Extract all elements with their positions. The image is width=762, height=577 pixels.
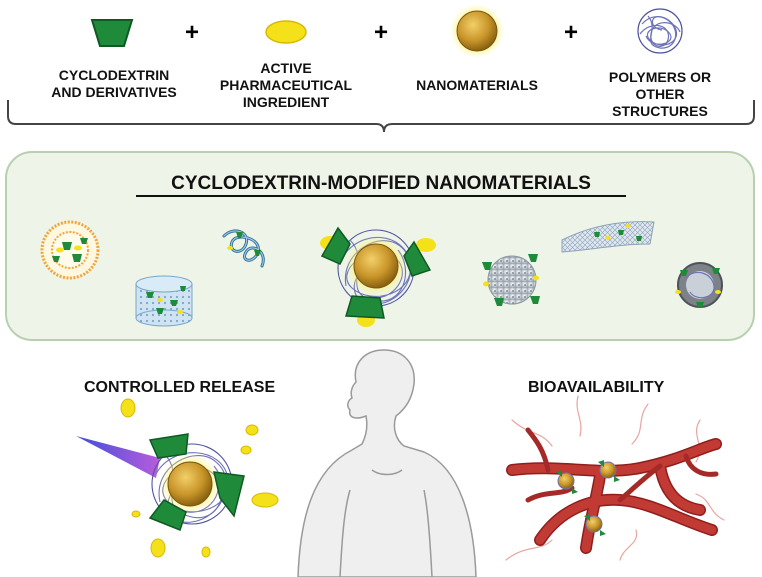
label-polymers: POLYMERS OR OTHER STRUCTURES bbox=[580, 69, 740, 120]
cyclodextrin-icon bbox=[90, 19, 134, 47]
light-beam bbox=[76, 436, 160, 478]
polymer-icon bbox=[637, 8, 683, 54]
grouping-bracket bbox=[7, 100, 755, 133]
released-drug-particles bbox=[120, 398, 279, 558]
irradiated-nanoparticle-icon bbox=[148, 433, 245, 531]
label-line: INGREDIENT bbox=[242, 94, 330, 110]
coated-nanoparticle-icon bbox=[675, 262, 723, 308]
silica-sphere-icon bbox=[482, 254, 540, 306]
blood-vessel-icon bbox=[505, 395, 725, 561]
label-line: OTHER bbox=[635, 86, 685, 102]
label-line: ACTIVE bbox=[260, 60, 312, 76]
label-line: AND DERIVATIVES bbox=[51, 84, 177, 100]
label-line: NANOMATERIALS bbox=[416, 77, 538, 93]
graphene-sheet-icon bbox=[561, 221, 655, 253]
plus-operator-2: + bbox=[374, 19, 388, 46]
liposome-icon bbox=[40, 220, 100, 280]
mesoporous-cylinder-icon bbox=[135, 275, 193, 327]
label-line: PHARMACEUTICAL bbox=[219, 77, 353, 93]
api-icon bbox=[265, 20, 307, 44]
label-line: POLYMERS OR bbox=[608, 69, 712, 85]
controlled-release-title: CONTROLLED RELEASE bbox=[84, 379, 276, 396]
human-body-icon bbox=[297, 349, 477, 577]
label-api: ACTIVE PHARMACEUTICAL INGREDIENT bbox=[206, 60, 366, 111]
label-line: CYCLODEXTRIN bbox=[58, 67, 170, 83]
plus-operator-3: + bbox=[564, 19, 578, 46]
label-line: STRUCTURES bbox=[612, 103, 708, 119]
bioavailability-title: BIOAVAILABILITY bbox=[528, 379, 665, 396]
polymer-chain-icon bbox=[222, 229, 265, 268]
vessel-nanoparticles bbox=[556, 460, 620, 536]
plus-operator-1: + bbox=[185, 19, 199, 46]
label-nanomaterials: NANOMATERIALS bbox=[397, 77, 557, 94]
cd-modified-nanoparticle-icon bbox=[320, 226, 436, 327]
label-cyclodextrin: CYCLODEXTRIN AND DERIVATIVES bbox=[34, 67, 194, 101]
panel-title: CYCLODEXTRIN-MODIFIED NANOMATERIALS bbox=[171, 173, 591, 194]
nanoparticle-icon bbox=[450, 4, 504, 58]
